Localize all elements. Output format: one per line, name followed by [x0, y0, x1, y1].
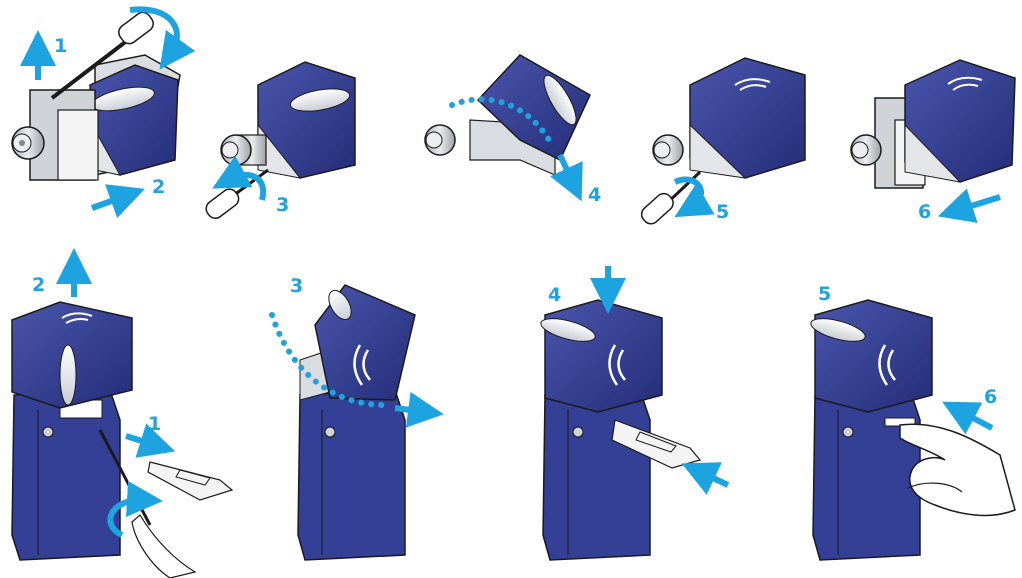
step-number: 1	[54, 35, 67, 57]
step-number: 6	[984, 386, 997, 408]
top-panel-5: 6	[850, 59, 1016, 223]
tilt-arrow-icon	[550, 153, 583, 202]
wave-arcs-icon	[61, 312, 93, 324]
bottom-panel-3: 4	[540, 266, 730, 561]
top-panel-1: 1 2	[11, 6, 196, 219]
tilt-path-icon	[269, 312, 388, 408]
rotate-arrow-icon	[129, 6, 196, 70]
bottom-panel-1: 1 2	[11, 248, 234, 578]
wave-arcs-icon	[878, 344, 896, 386]
pull-arrow-icon	[125, 423, 176, 458]
switch-head-illustration	[424, 54, 591, 176]
top-panel-2: 3	[205, 61, 356, 219]
finger-press-icon	[899, 423, 1016, 517]
bottom-panel-2: 3	[269, 275, 444, 561]
slide-arrow-icon	[937, 188, 1001, 223]
switch-head-illustration	[220, 61, 356, 179]
wave-arcs-icon	[608, 344, 626, 386]
switch-body-illustration	[11, 301, 133, 561]
rotate-arrow-icon	[107, 481, 163, 538]
tilt-arrow-icon	[394, 391, 444, 428]
step-number: 4	[588, 184, 601, 206]
top-panel-4: 5	[640, 57, 806, 225]
wave-arcs-icon	[947, 76, 983, 91]
screwdriver-icon	[50, 11, 154, 100]
switch-head-illustration	[850, 59, 1016, 189]
rotate-arrow-icon	[673, 176, 715, 218]
step-number: 5	[716, 201, 729, 223]
step-number: 1	[148, 413, 161, 435]
wave-arcs-icon	[734, 78, 771, 91]
rotate-arrow-icon	[212, 155, 267, 201]
press-arrow-icon	[942, 401, 994, 435]
step-number: 4	[548, 284, 561, 306]
step-number: 3	[276, 194, 289, 216]
step-number: 6	[918, 201, 931, 223]
switch-head-illustration	[11, 54, 181, 181]
wave-arcs-icon	[353, 344, 371, 386]
switch-body-illustration	[810, 299, 933, 561]
step-number: 3	[290, 275, 303, 297]
insert-arrow-icon	[681, 462, 730, 495]
top-panel-3: 4	[424, 54, 601, 206]
step-number: 2	[152, 176, 165, 198]
step-number: 2	[32, 274, 45, 296]
bottom-panel-4: 6 5	[810, 283, 1016, 561]
step-number: 5	[818, 283, 831, 305]
tilt-path-icon	[449, 96, 555, 148]
switch-head-illustration	[652, 57, 806, 179]
slide-arrow-icon	[90, 184, 145, 219]
switch-body-illustration	[297, 284, 416, 561]
actuator-key-illustration	[147, 461, 234, 501]
